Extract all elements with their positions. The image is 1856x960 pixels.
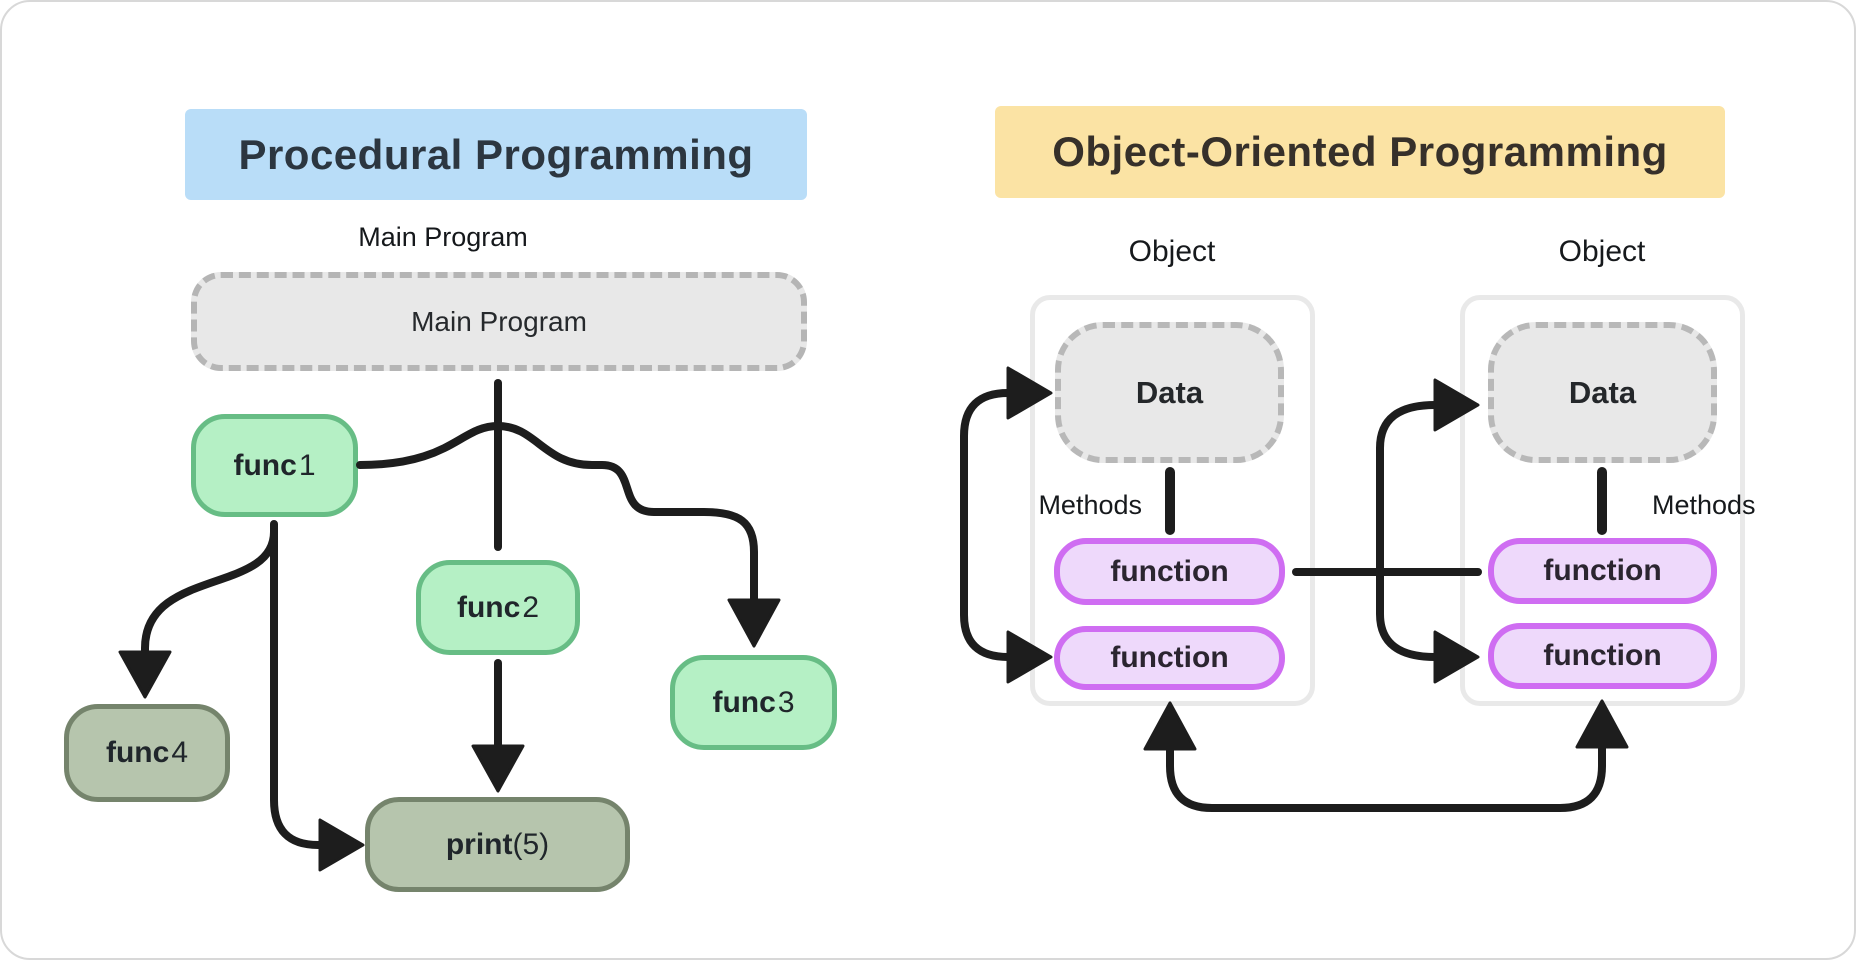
object-label-right: Object	[1558, 235, 1646, 268]
oop-header: Object-Oriented Programming	[995, 106, 1725, 198]
node-func4: func 4	[64, 704, 230, 802]
procedural-header-label: Procedural Programming	[238, 130, 754, 178]
arrowhead-into-func3	[727, 598, 781, 648]
procedural-programming-header: Procedural Programming	[185, 109, 807, 200]
function-box-left-bottom: function	[1054, 626, 1285, 690]
print-label-rest: (5)	[512, 827, 550, 861]
main-program-caption: Main Program	[358, 221, 528, 252]
node-func2: func 2	[416, 560, 580, 655]
node-func1: func 1	[191, 414, 358, 517]
oop-header-label: Object-Oriented Programming	[1052, 128, 1668, 175]
func2-label-bold: func	[456, 590, 521, 624]
func1-label-rest: 1	[298, 448, 316, 482]
arrowhead-into-func4	[118, 650, 172, 699]
arrowhead-into-print-left	[318, 818, 365, 872]
main-program-box-label: Main Program	[411, 305, 587, 337]
func3-label-rest: 3	[777, 685, 795, 719]
arrowhead-up-right-object	[1575, 699, 1629, 749]
func4-label-rest: 4	[171, 736, 188, 769]
methods-label-right-object: Methods	[1652, 489, 1756, 520]
function-box-left-top: function	[1054, 538, 1285, 605]
data-box-left-object: Data	[1055, 322, 1284, 463]
func1-label-bold: func	[233, 448, 297, 482]
methods-label-left-object: Methods	[1038, 489, 1142, 520]
arrow-bottom-u	[1166, 743, 1606, 812]
func3-label-bold: func	[712, 685, 776, 719]
arrow-func1-to-print	[270, 520, 324, 849]
object-label-left: Object	[1128, 235, 1216, 268]
function-box-right-bottom: function	[1488, 623, 1717, 689]
data-box-right-object: Data	[1488, 322, 1717, 463]
arrow-func1-to-func4	[141, 528, 278, 658]
func4-label-bold: func	[105, 736, 170, 769]
main-program-box: Main Program	[191, 272, 807, 371]
func2-label-rest: 2	[522, 590, 539, 624]
node-func3: func 3	[670, 655, 837, 750]
print-label-bold: print	[445, 827, 513, 861]
arrowhead-into-print-top	[471, 744, 525, 793]
function-box-right-top: function	[1488, 538, 1717, 604]
arrow-middle-bracket	[1376, 401, 1439, 661]
arrowhead-up-left-object	[1143, 701, 1197, 751]
node-print5: print(5)	[365, 797, 630, 892]
arrow-left-object-bracket	[960, 389, 1012, 661]
